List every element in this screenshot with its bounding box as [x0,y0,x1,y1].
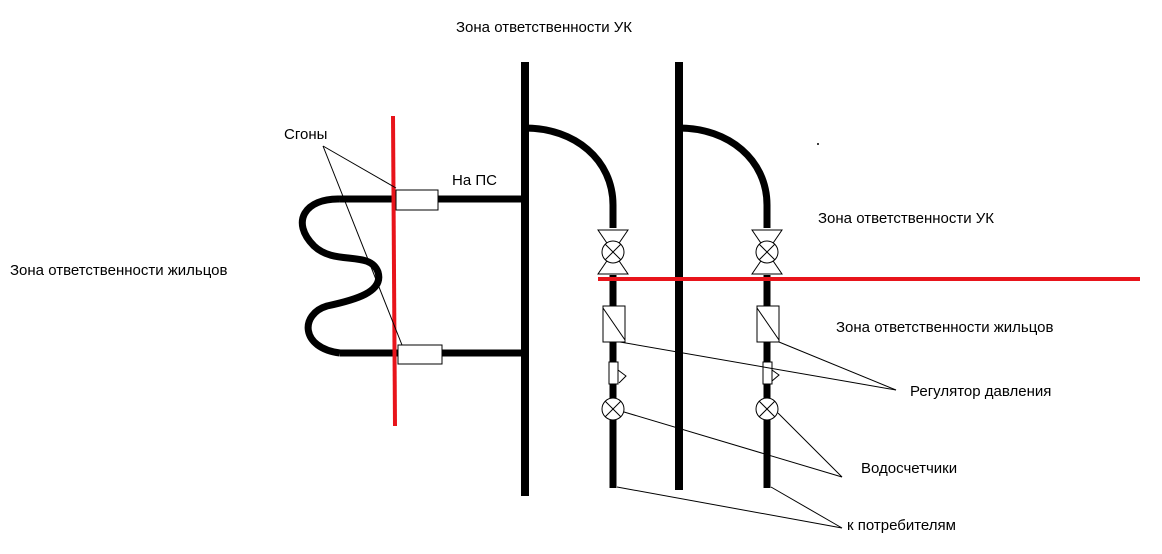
pressure-regulator-icon [762,361,780,385]
loop-coil-pipe [298,195,383,357]
coupling-top [395,189,439,211]
branch-a-bend [524,124,617,228]
label-gony: Сгоны [284,126,327,143]
label-zone-residents-right: Зона ответственности жильцов [836,319,1054,336]
label-to-consumers: к потребителям [847,517,956,534]
valve-icon [751,229,783,275]
filter-icon [756,305,780,343]
stray-dot [817,143,819,145]
branch-b-bend [678,124,771,228]
water-meter-icon [755,397,779,421]
boundary-line-left [391,115,397,427]
label-zone-uk-right: Зона ответственности УК [818,210,994,227]
label-pressure-regulator: Регулятор давления [910,383,1051,400]
label-water-meters: Водосчетчики [861,460,957,477]
filter-icon [602,305,626,343]
water-meter-icon [601,397,625,421]
label-zone-uk-top: Зона ответственности УК [456,19,632,36]
leader-lines [322,145,897,529]
valve-icon [597,229,629,275]
coupling-bottom [397,344,443,365]
label-zone-residents-left: Зона ответственности жильцов [10,262,228,279]
pressure-regulator-icon [608,361,627,385]
label-na-ps: На ПС [452,172,497,189]
